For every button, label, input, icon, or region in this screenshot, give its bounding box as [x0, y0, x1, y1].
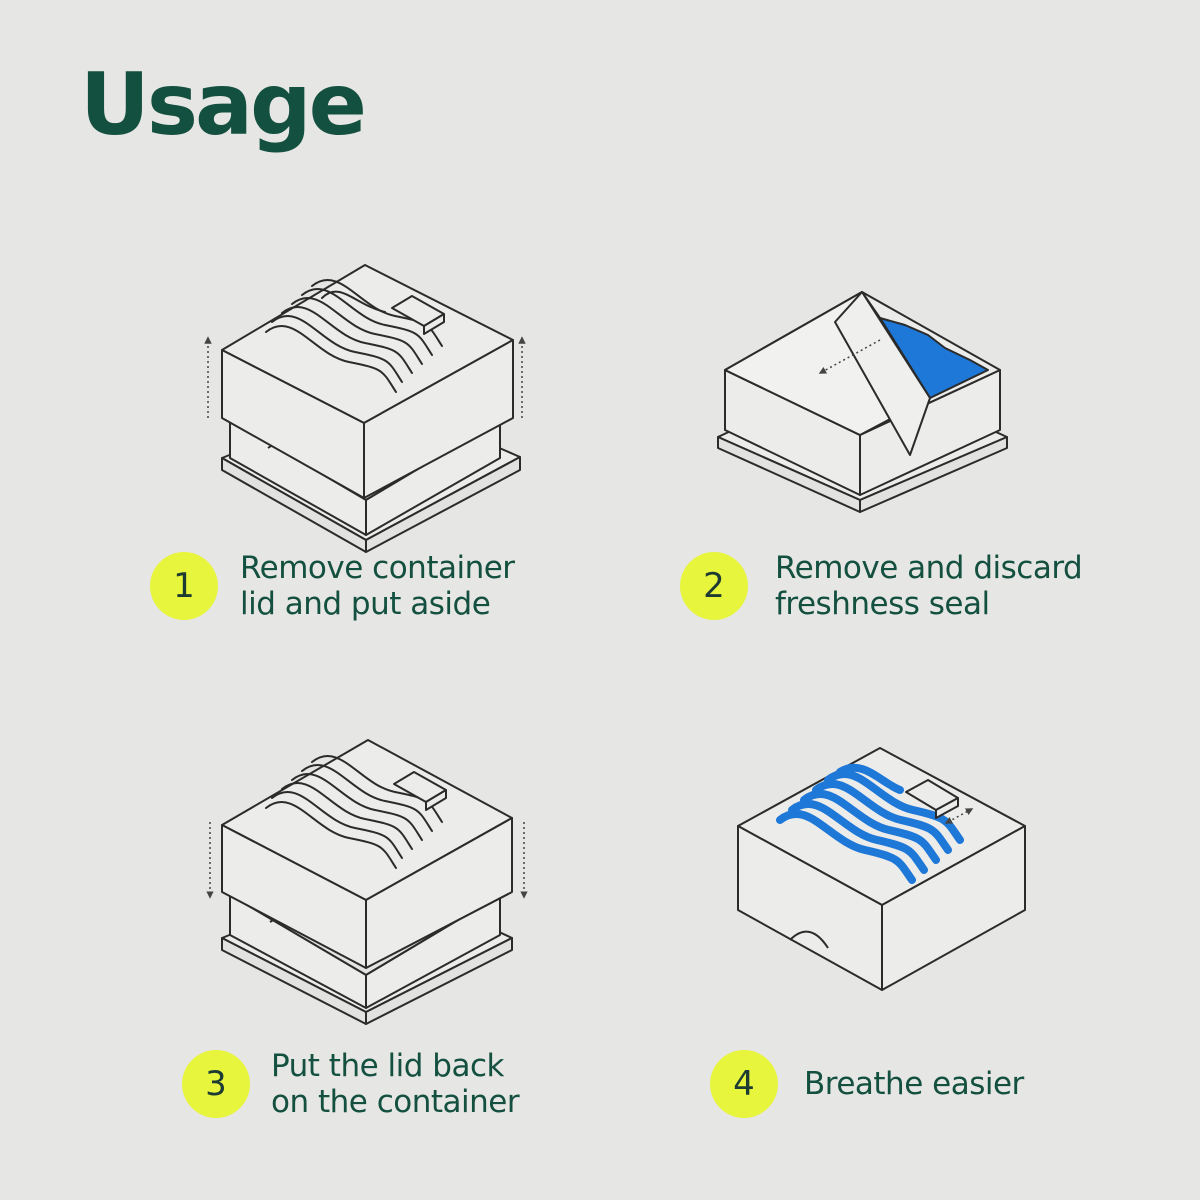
step-description: Remove and discard freshness seal	[775, 550, 1083, 622]
step-description: Breathe easier	[804, 1066, 1024, 1102]
step-4: 4 Breathe easier	[710, 1050, 1024, 1118]
step-1: 1 Remove container lid and put aside	[150, 550, 515, 622]
step-number-badge: 3	[182, 1050, 250, 1118]
container-active-illustration	[737, 747, 1026, 991]
step-text-line: Remove and discard	[775, 550, 1083, 586]
container-lid-lowered-illustration	[206, 739, 528, 1025]
page-title: Usage	[80, 55, 367, 155]
container-lid-lifted-illustration	[204, 264, 526, 553]
step-text-line: Breathe easier	[804, 1066, 1024, 1102]
step-text-line: Remove container	[240, 550, 515, 586]
step-text-line: freshness seal	[775, 586, 990, 622]
step-3: 3 Put the lid back on the container	[182, 1048, 520, 1120]
step-text-line: Put the lid back	[271, 1048, 504, 1084]
step-text-line: lid and put aside	[240, 586, 491, 622]
freshness-seal-peel-illustration	[717, 291, 1008, 513]
step-number-badge: 1	[150, 552, 218, 620]
step-number-badge: 4	[710, 1050, 778, 1118]
step-number-badge: 2	[680, 552, 748, 620]
step-description: Remove container lid and put aside	[240, 550, 515, 622]
step-description: Put the lid back on the container	[271, 1048, 520, 1120]
step-2: 2 Remove and discard freshness seal	[680, 550, 1083, 622]
step-text-line: on the container	[271, 1084, 520, 1120]
